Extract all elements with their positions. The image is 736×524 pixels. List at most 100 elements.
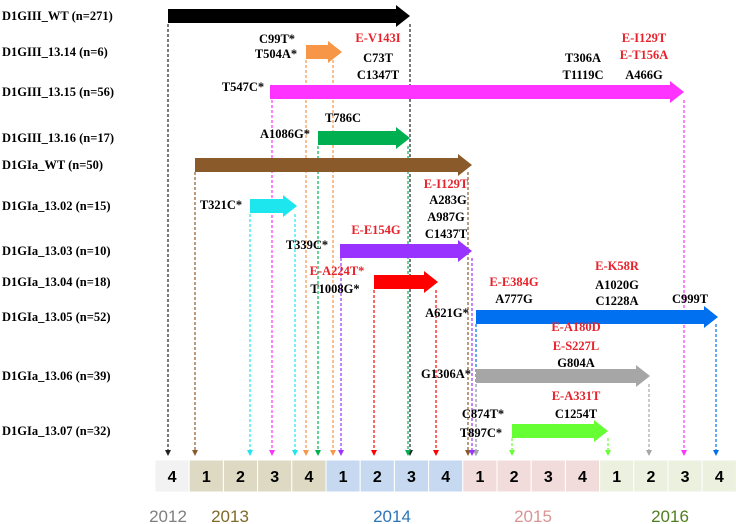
- mutation-label: E-V143I: [355, 31, 400, 45]
- mutation-label: A466G: [625, 68, 663, 82]
- lineage-arrow: [318, 127, 410, 149]
- drop-line: [330, 60, 336, 456]
- lineage-label: D1GIa_WT (n=50): [2, 158, 103, 172]
- quarter-label: 2: [373, 469, 382, 486]
- lineage-label: D1GIII_WT (n=271): [2, 9, 113, 23]
- drop-line: [473, 384, 479, 456]
- mutation-label: T1119C: [563, 68, 604, 82]
- mutation-label: C1254T: [555, 407, 598, 421]
- lineage-arrow: [270, 81, 684, 103]
- mutation-label: E-A180D: [551, 320, 600, 334]
- drop-line: [303, 60, 309, 456]
- quarter-label: 3: [270, 469, 279, 486]
- lineage-label: D1GIa_13.07 (n=32): [2, 424, 111, 438]
- quarter-cell: [154, 459, 190, 493]
- drop-line: [315, 146, 321, 456]
- mutation-label: E-A224T*: [310, 264, 365, 278]
- year-label: 2014: [373, 507, 411, 524]
- drop-line: [292, 214, 298, 456]
- quarter-label: 4: [441, 469, 450, 486]
- mutation-label: T897C*: [460, 426, 502, 440]
- quarter-label: 4: [168, 469, 177, 486]
- mutation-label: T339C*: [286, 238, 328, 252]
- mutation-annotations: C99T*T504A*E-V143IC73TC1347TT306AT1119CE…: [200, 31, 709, 440]
- quarter-label: 1: [202, 469, 211, 486]
- lineage-arrow: [250, 195, 297, 217]
- year-label: 2015: [514, 507, 552, 524]
- lineage-arrow: [195, 154, 472, 176]
- lineage-label: D1GIII_13.15 (n=56): [2, 85, 114, 99]
- lineage-label: D1GIa_13.03 (n=10): [2, 244, 111, 258]
- lineage-label: D1GIa_13.02 (n=15): [2, 199, 111, 213]
- mutation-label: E-I129T: [424, 177, 469, 191]
- mutation-label: E-K58R: [595, 259, 640, 273]
- mutation-label: E-A331T: [552, 389, 601, 403]
- drop-line: [247, 214, 253, 456]
- quarter-label: 2: [236, 469, 245, 486]
- quarter-label: 1: [612, 469, 621, 486]
- quarter-label: 2: [646, 469, 655, 486]
- drop-line: [646, 384, 652, 456]
- quarter-label: 4: [715, 469, 724, 486]
- quarter-label: 4: [304, 469, 313, 486]
- quarter-label: 3: [544, 469, 553, 486]
- quarter-cell: [222, 459, 259, 493]
- quarter-cell: [462, 459, 498, 493]
- lineage-label: D1GIII_13.16 (n=17): [2, 131, 114, 145]
- lineage-label: D1GIa_13.05 (n=52): [2, 310, 111, 324]
- drop-line: [605, 438, 611, 456]
- quarter-cell: [393, 459, 430, 493]
- mutation-label: T1008G*: [310, 282, 359, 296]
- drop-line: [165, 24, 171, 456]
- drop-lines: [165, 24, 719, 456]
- quarter-label: 2: [510, 469, 519, 486]
- quarter-label: 1: [339, 469, 348, 486]
- lineage-arrow: [512, 420, 608, 442]
- drop-line: [371, 290, 377, 456]
- mutation-label: C1437T: [425, 227, 468, 241]
- mutation-label: T786C: [325, 111, 361, 125]
- mutation-label: E-I129T: [622, 31, 667, 45]
- drop-line: [192, 172, 198, 456]
- mutation-label: C99T*: [259, 32, 295, 46]
- mutation-label: T306A: [565, 51, 601, 65]
- drop-line: [269, 100, 275, 456]
- lineage-label: D1GIa_13.04 (n=18): [2, 275, 111, 289]
- mutation-label: C874T*: [462, 407, 504, 421]
- year-label: 2016: [651, 507, 689, 524]
- drop-line: [509, 438, 515, 456]
- drop-line: [465, 172, 471, 456]
- mutation-label: C999T: [672, 292, 709, 306]
- lineage-arrow: [476, 365, 650, 387]
- drop-line: [469, 258, 475, 456]
- mutation-label: A283G: [429, 193, 467, 207]
- mutation-label: E-E154G: [351, 223, 401, 237]
- mutation-label: E-T156A: [620, 48, 669, 62]
- mutation-label: A621G*: [425, 306, 469, 320]
- mutation-label: T547C*: [222, 80, 264, 94]
- quarter-cell: [701, 459, 736, 493]
- quarter-cell: [359, 459, 395, 493]
- lineage-labels: D1GIII_WT (n=271)D1GIII_13.14 (n=6)D1GII…: [2, 9, 114, 438]
- quarter-label: 1: [475, 469, 484, 486]
- lineage-arrow: [340, 240, 472, 262]
- mutation-label: A987G: [427, 210, 465, 224]
- quarter-cell: [188, 459, 224, 493]
- mutation-label: T321C*: [200, 198, 242, 212]
- quarter-cell: [291, 459, 327, 493]
- mutation-label: G1306A*: [421, 367, 471, 381]
- lineage-arrow: [306, 41, 342, 63]
- quarter-label: 3: [407, 469, 416, 486]
- quarter-cell: [496, 459, 532, 493]
- lineage-arrow: [168, 5, 410, 27]
- mutation-label: A777G: [495, 292, 533, 306]
- mutation-label: A1020G: [595, 278, 639, 292]
- quarter-label: 4: [578, 469, 587, 486]
- lineage-arrow: [476, 306, 718, 328]
- mutation-label: A1086G*: [260, 127, 310, 141]
- drop-line: [405, 146, 411, 456]
- mutation-label: C73T: [363, 51, 394, 65]
- lineage-arrows: [168, 5, 718, 442]
- mutation-label: C1228A: [595, 294, 638, 308]
